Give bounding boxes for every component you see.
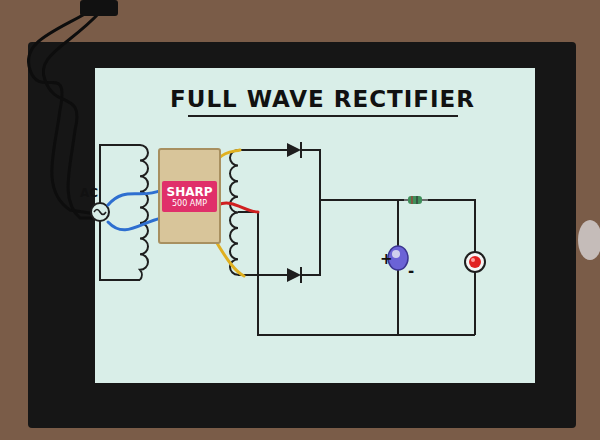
brand-name: SHARP <box>166 185 212 199</box>
title: FULL WAVE RECTIFIER <box>170 86 475 112</box>
diode-symbol <box>287 267 301 283</box>
ac-wave <box>94 210 106 215</box>
led-component <box>465 252 485 272</box>
source-label: AC <box>80 186 98 200</box>
brand-label: SHARP500 AMP <box>162 181 216 212</box>
transformer-body: SHARP500 AMP <box>158 148 221 244</box>
diode-symbol <box>287 142 301 158</box>
resistor-symbol <box>404 196 428 204</box>
side-object <box>578 220 600 260</box>
paper-sheet <box>95 68 535 383</box>
power-cord <box>28 8 100 218</box>
polarity-sign: + <box>380 250 393 268</box>
ac-source-symbol <box>91 203 109 221</box>
rating-text: 500 AMP <box>166 199 212 208</box>
polarity-sign: - <box>408 262 414 280</box>
black-board <box>28 42 576 428</box>
title-underline <box>188 115 458 117</box>
plug <box>80 0 118 16</box>
circuit-wires <box>100 145 475 335</box>
